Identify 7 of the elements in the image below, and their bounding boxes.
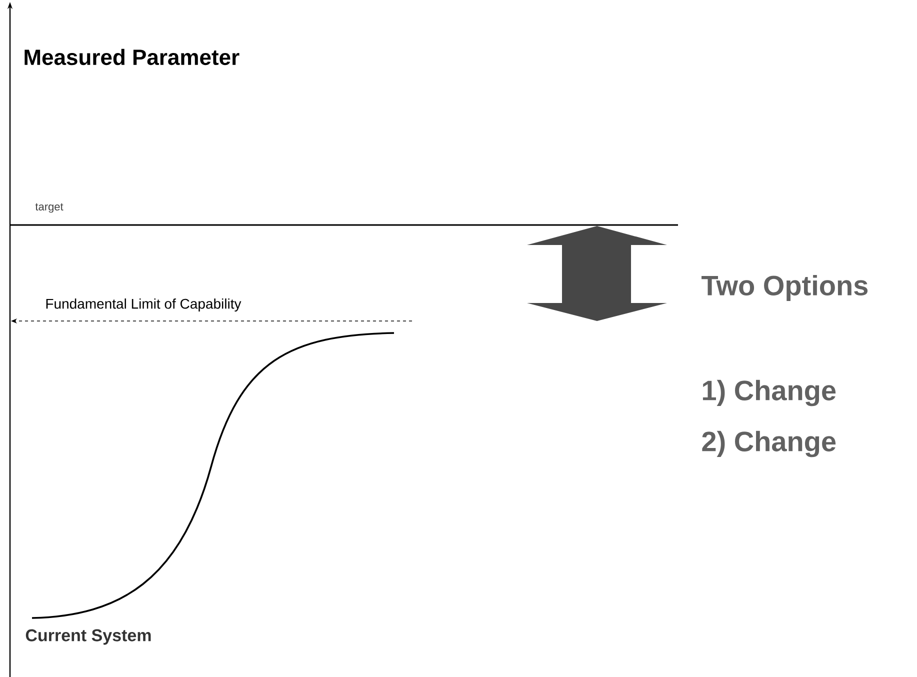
axis-title: Measured Parameter: [24, 48, 240, 66]
line-label: Fundamental Limit of Capability: [46, 298, 242, 312]
line-label: target: [35, 203, 64, 213]
heading: Two Options: [702, 274, 868, 302]
list-item: 2) Change: [702, 430, 836, 458]
curve-label: Current System: [26, 629, 151, 645]
list-item: 1) Change: [702, 380, 836, 406]
